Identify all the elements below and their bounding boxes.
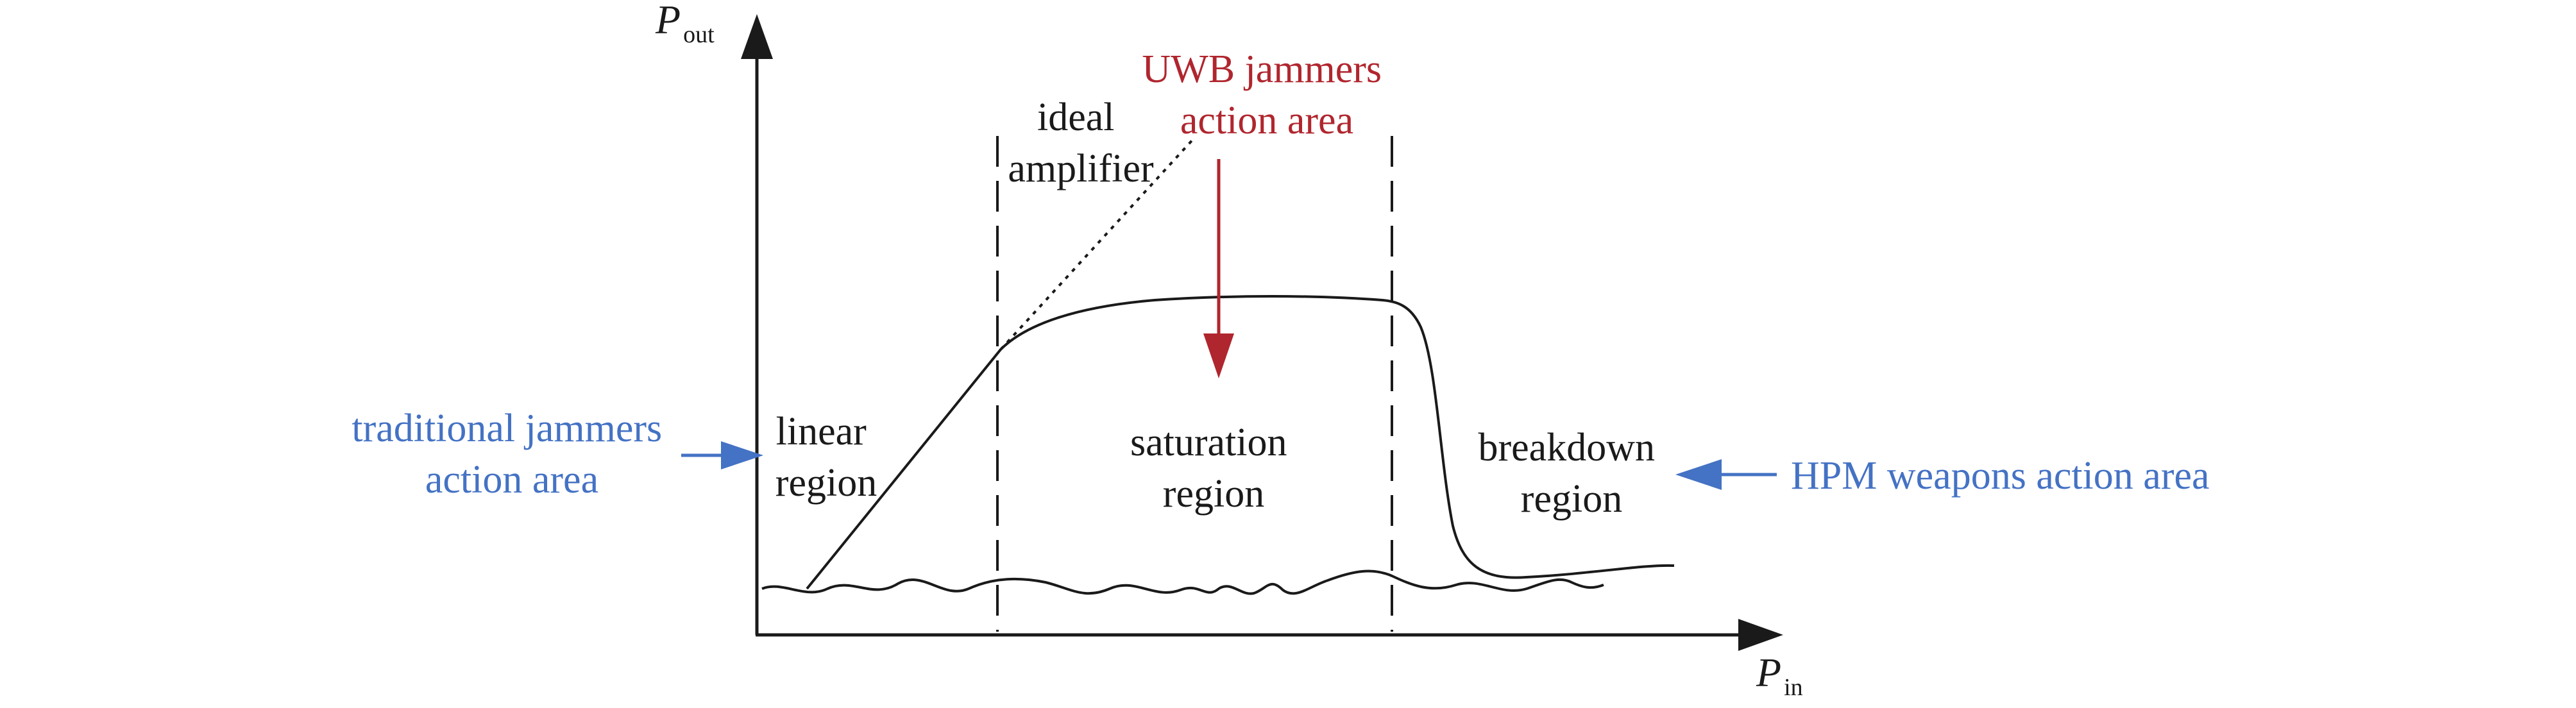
linear-region-line2: region — [775, 461, 877, 505]
hpm-arrow — [1675, 459, 1777, 490]
y-axis-arrowhead — [741, 14, 773, 59]
saturation-region-label: saturation region — [1130, 421, 1297, 516]
saturation-region-line2: region — [1163, 472, 1264, 516]
uwb-arrow — [1203, 159, 1234, 378]
hpm-weapons-label: HPM weapons action area — [1791, 454, 2210, 498]
breakdown-region-label: breakdown region — [1479, 426, 1665, 521]
noise-floor-curve — [761, 569, 1604, 595]
breakdown-region-line2: region — [1521, 477, 1622, 521]
linear-region-label: linear region — [775, 410, 877, 505]
uwb-jammers-line2: action area — [1180, 99, 1353, 142]
y-axis-label-sub: out — [683, 21, 715, 48]
x-axis-arrowhead — [1738, 619, 1783, 651]
uwb-jammers-line1: UWB jammers — [1142, 47, 1382, 91]
breakdown-region-line1: breakdown — [1479, 426, 1655, 469]
uwb-jammers-label: UWB jammers action area — [1142, 47, 1391, 142]
ideal-amplifier-line1: ideal — [1037, 96, 1115, 139]
amplifier-response-curve — [806, 295, 1675, 590]
y-axis — [741, 14, 773, 635]
traditional-jammers-line2: action area — [425, 458, 598, 501]
traditional-arrowhead — [721, 441, 763, 469]
traditional-arrow — [681, 441, 763, 469]
uwb-arrowhead — [1203, 333, 1234, 378]
traditional-jammers-line1: traditional jammers — [352, 407, 662, 450]
x-axis-label-main: P — [1756, 650, 1781, 695]
ideal-amplifier-line2: amplifier — [1008, 147, 1154, 190]
y-axis-label-main: P — [655, 0, 681, 42]
x-axis — [756, 619, 1783, 651]
ideal-amplifier-label: ideal amplifier — [1008, 96, 1154, 190]
saturation-region-line1: saturation — [1130, 421, 1287, 464]
x-axis-label-sub: in — [1784, 674, 1803, 701]
hpm-arrowhead — [1675, 459, 1722, 490]
traditional-jammers-label: traditional jammers action area — [352, 407, 672, 501]
linear-region-line1: linear — [776, 410, 867, 453]
